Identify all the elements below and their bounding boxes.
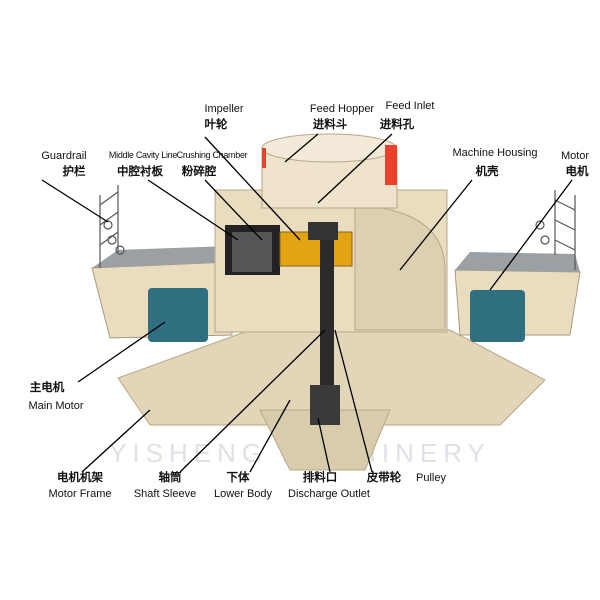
label-impeller-en: Impeller bbox=[204, 103, 244, 115]
label-discharge-outlet-cn: 排料口 bbox=[302, 472, 338, 484]
label-feed-inlet-en: Feed Inlet bbox=[385, 100, 435, 112]
label-feed-hopper-en: Feed Hopper bbox=[309, 103, 375, 115]
label-lower-body-cn: 下体 bbox=[226, 472, 250, 484]
label-middle-cavity-line-en: Middle Cavity Line bbox=[108, 150, 178, 160]
label-machine-housing-en: Machine Housing bbox=[452, 147, 538, 159]
label-lower-body-en: Lower Body bbox=[213, 488, 273, 500]
label-pulley-cn: 皮带轮 bbox=[366, 472, 402, 484]
shaft bbox=[320, 240, 334, 420]
label-impeller-cn: 叶轮 bbox=[204, 119, 228, 131]
label-main-motor-en: Main Motor bbox=[28, 400, 84, 412]
label-crushing-chamber-en: Crushing Chamber bbox=[176, 150, 248, 160]
label-shaft-sleeve-cn: 轴筒 bbox=[158, 472, 182, 484]
left-guardrail bbox=[99, 185, 125, 268]
label-motor-en: Motor bbox=[560, 150, 590, 162]
label-middle-cavity-line-cn: 中腔衬板 bbox=[117, 166, 163, 178]
label-shaft-sleeve-en: Shaft Sleeve bbox=[133, 488, 197, 500]
hopper-red-strip-left bbox=[262, 148, 266, 168]
label-discharge-outlet-en: Discharge Outlet bbox=[288, 488, 370, 500]
label-main-motor-cn: 主电机 bbox=[29, 382, 65, 394]
right-platform-deck bbox=[455, 252, 580, 272]
label-motor-cn: 电机 bbox=[565, 166, 589, 178]
label-guardrail-en: Guardrail bbox=[41, 150, 87, 162]
label-motor-frame-cn: 电机机架 bbox=[57, 472, 103, 484]
label-motor-frame-en: Motor Frame bbox=[48, 488, 112, 500]
hopper-red-strip bbox=[385, 145, 397, 185]
label-feed-hopper-cn: 进料斗 bbox=[312, 119, 348, 131]
right-motor bbox=[470, 290, 525, 342]
label-guardrail-cn: 护栏 bbox=[62, 166, 86, 178]
label-machine-housing-cn: 机壳 bbox=[475, 166, 499, 178]
label-feed-inlet-cn: 进料孔 bbox=[379, 119, 415, 131]
discharge-cone bbox=[259, 409, 391, 471]
left-platform-deck bbox=[92, 246, 230, 268]
label-crushing-chamber-cn: 粉碎腔 bbox=[181, 166, 217, 178]
right-guardrail bbox=[535, 190, 576, 270]
label-pulley-en: Pulley bbox=[416, 472, 446, 484]
leader-lines bbox=[41, 133, 573, 473]
left-motor bbox=[148, 288, 208, 342]
